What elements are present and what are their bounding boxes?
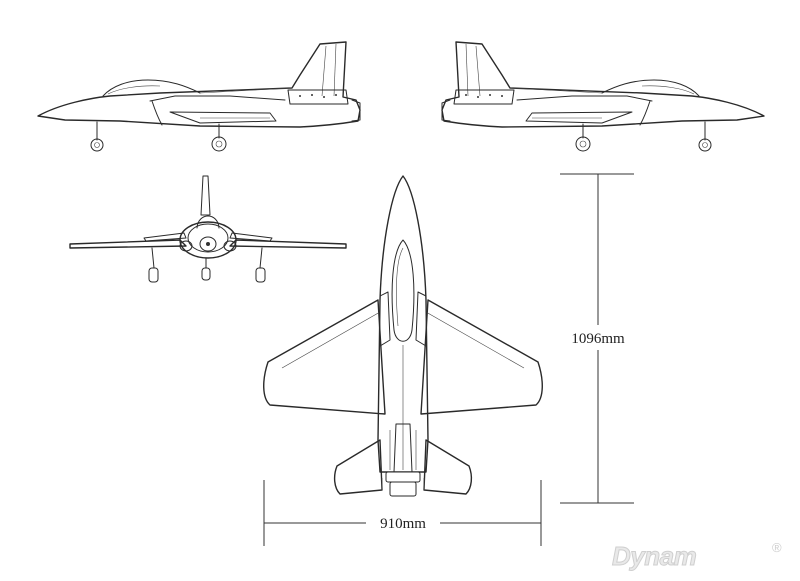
width-dimension: 910mm xyxy=(263,480,542,546)
top-view xyxy=(263,175,543,497)
height-label: 1096mm xyxy=(571,331,625,347)
front-view xyxy=(69,175,347,283)
width-label: 910mm xyxy=(380,516,426,532)
registered-mark-icon: ® xyxy=(772,540,782,555)
brand-logo: Dynam ® xyxy=(612,540,783,572)
side-view-right xyxy=(441,41,765,152)
side-view-left xyxy=(37,41,361,152)
height-dimension: 1096mm xyxy=(560,173,634,504)
brand-name: Dynam xyxy=(612,541,697,571)
